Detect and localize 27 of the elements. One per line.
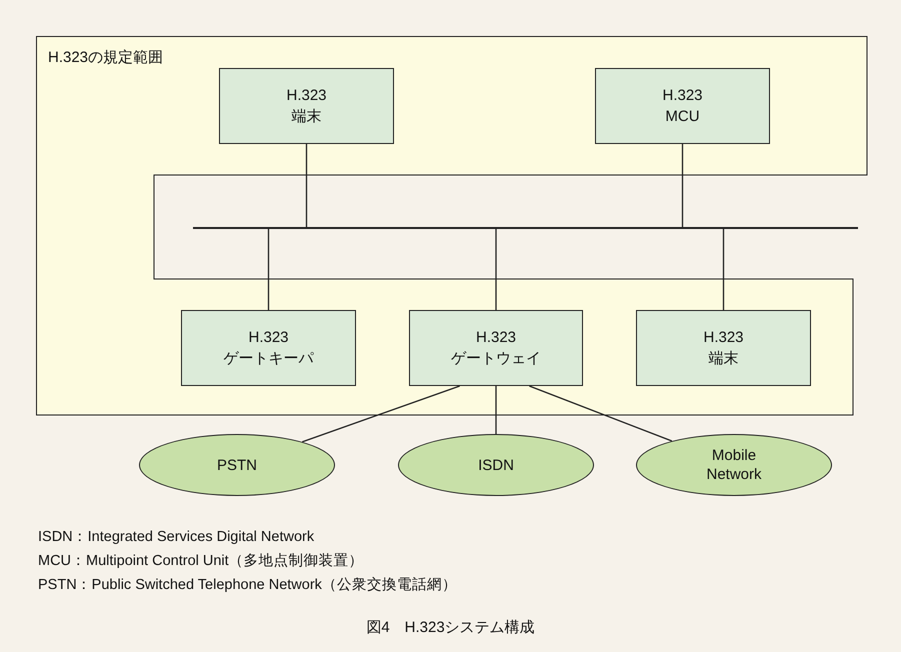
- connector-line: [302, 385, 460, 442]
- network-label: PSTN: [216, 456, 257, 474]
- component-box: [181, 310, 356, 386]
- network-label: ISDN: [478, 456, 514, 474]
- box-label: H.323 ゲートウェイ: [451, 328, 541, 369]
- connector-line: [268, 229, 270, 310]
- connector-line: [529, 385, 672, 442]
- component-box: [219, 68, 394, 144]
- box-label: H.323 端末: [703, 328, 744, 369]
- box-label: H.323 端末: [286, 86, 327, 127]
- network-label: Mobile Network: [705, 446, 762, 484]
- scope-label: H.323の規定範囲: [48, 48, 164, 67]
- box-label: H.323 MCU: [662, 86, 703, 127]
- connector-line: [722, 229, 724, 310]
- figure-caption: 図4 H.323システム構成: [365, 618, 536, 638]
- abbreviation-note: ISDN：Integrated Services Digital Network: [38, 528, 316, 547]
- connector-line: [495, 386, 497, 434]
- connector-line: [306, 144, 308, 227]
- connector-line: [682, 144, 684, 227]
- box-label: H.323 ゲートキーパ: [224, 328, 314, 369]
- connector-line: [495, 229, 497, 310]
- component-box: [595, 68, 770, 144]
- component-box: [409, 310, 583, 386]
- abbreviation-note: MCU：Multipoint Control Unit（多地点制御装置）: [38, 552, 365, 571]
- component-box: [636, 310, 811, 386]
- abbreviation-note: PSTN：Public Switched Telephone Network（公衆交換電話網）: [38, 576, 457, 595]
- network-bus-line: [193, 227, 858, 229]
